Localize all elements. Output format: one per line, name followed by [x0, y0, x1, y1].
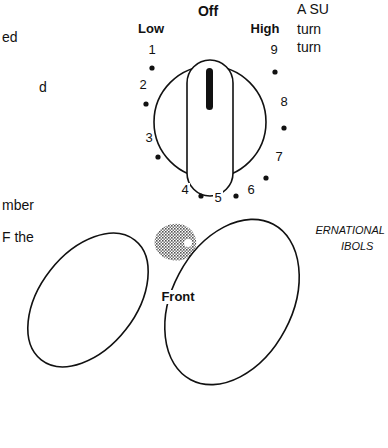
cropped-text: A SU: [296, 2, 330, 17]
burner-symbol: [3, 196, 326, 408]
cropped-heading: IBOLS: [340, 240, 374, 252]
setting-number: 1: [147, 43, 156, 57]
knob-setting-label: High: [250, 22, 281, 36]
cropped-heading: ERNATIONAL: [315, 224, 386, 236]
cropped-text: turn: [296, 22, 322, 37]
cropped-text: mber: [1, 198, 35, 213]
cropped-text: ed: [1, 30, 19, 45]
position-label: Front: [160, 290, 195, 304]
control-knob: [154, 60, 266, 196]
setting-number: 4: [180, 183, 189, 197]
setting-number: 6: [246, 183, 255, 197]
knob-setting-label: Low: [137, 22, 165, 36]
setting-number: 5: [213, 191, 222, 205]
cropped-text: turn: [296, 40, 322, 55]
setting-number: 3: [144, 131, 153, 145]
knob-setting-label: Off: [197, 4, 219, 19]
setting-dots: [143, 65, 286, 198]
cropped-text: d: [38, 80, 48, 95]
setting-number: 7: [274, 150, 283, 164]
setting-number: 9: [269, 43, 278, 57]
setting-number: 2: [138, 78, 147, 92]
setting-number: 8: [279, 95, 288, 109]
cropped-text: F the: [1, 230, 35, 245]
